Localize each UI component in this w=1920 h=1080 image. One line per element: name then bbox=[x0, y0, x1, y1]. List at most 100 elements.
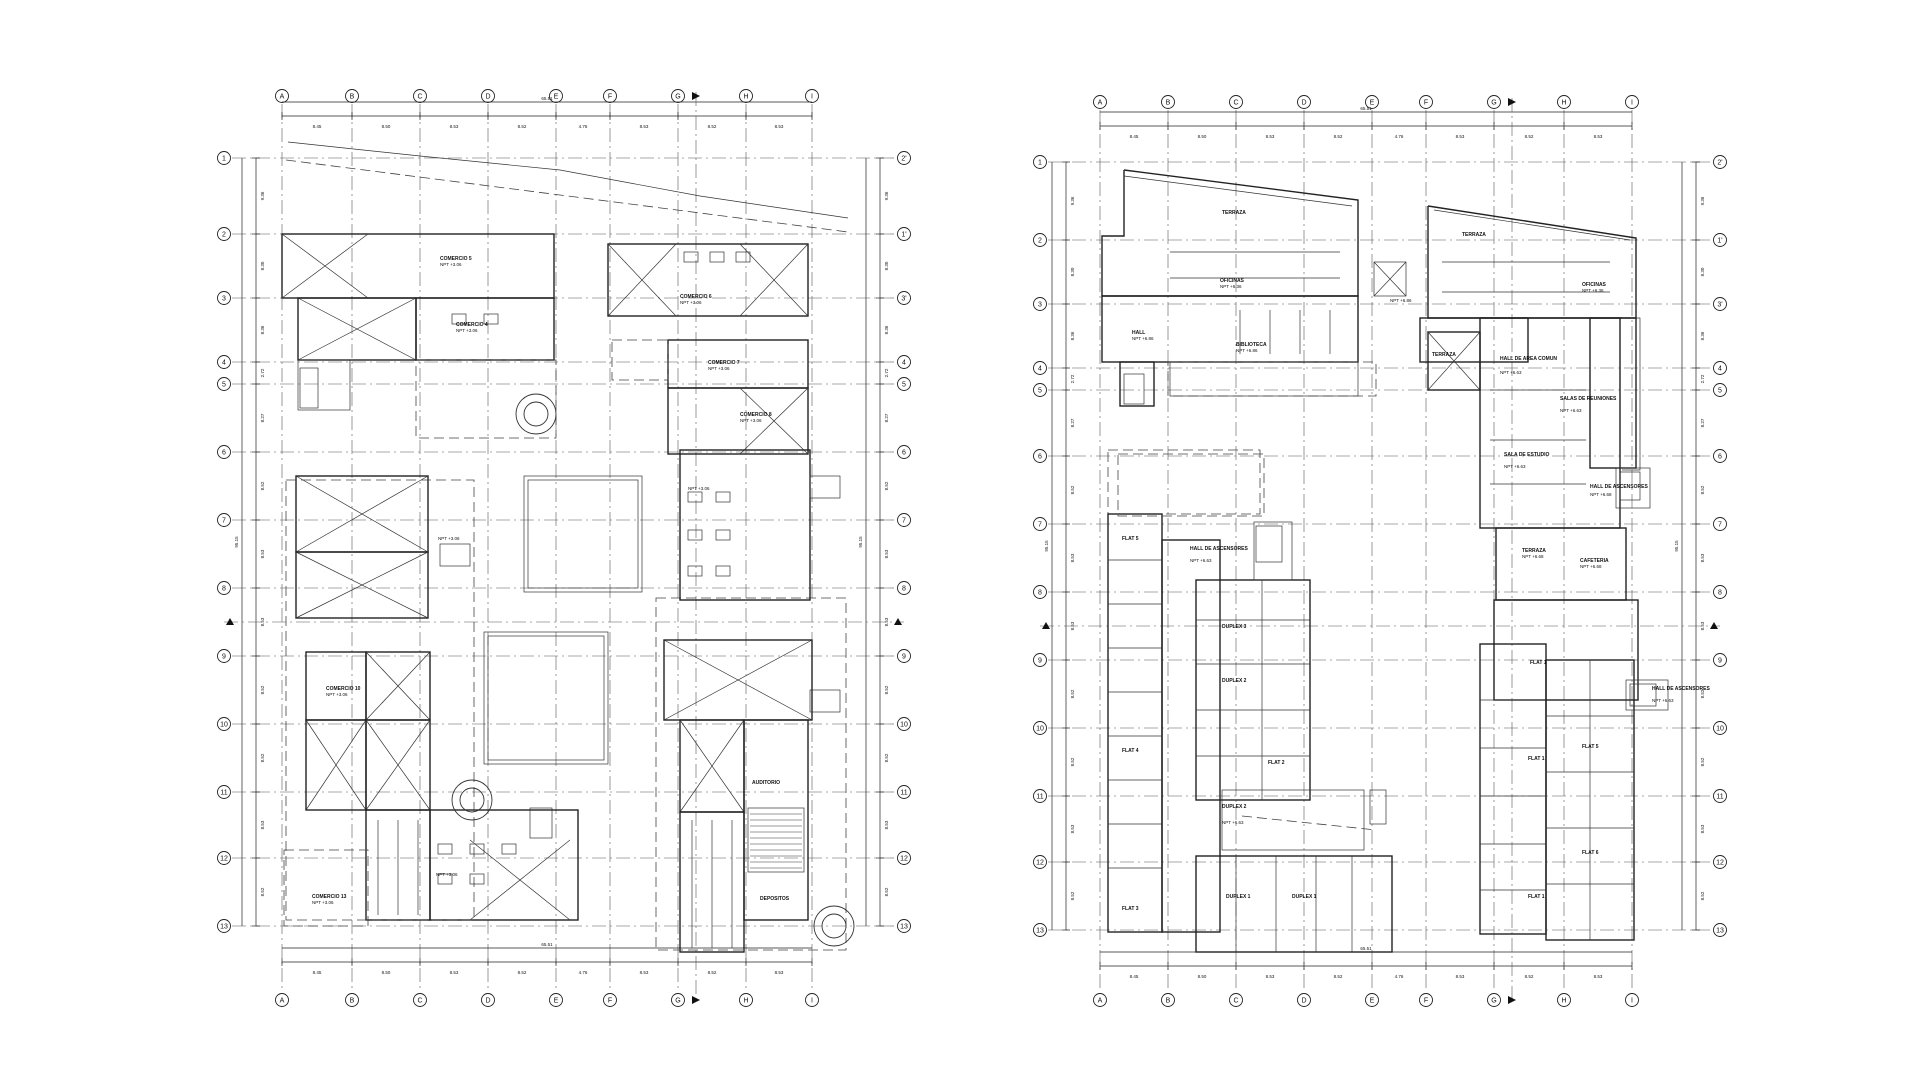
room-label: FLAT 1 bbox=[1528, 894, 1545, 900]
row-bubble-left: 11 bbox=[1033, 789, 1047, 803]
column-bubble-top-circle bbox=[1487, 95, 1501, 109]
dimension-label: 8.53 bbox=[775, 124, 784, 129]
dimension-label: 8.53 bbox=[1266, 974, 1275, 979]
room-label: OFICINAS bbox=[1582, 282, 1607, 288]
row-bubble-right-circle bbox=[1713, 585, 1727, 599]
column-bubble-top-circle bbox=[603, 89, 617, 103]
column-bubble-top-label: C bbox=[1233, 99, 1238, 106]
dimension-label: 9.36 bbox=[260, 191, 265, 200]
row-bubble-left: 3 bbox=[1033, 297, 1047, 311]
column-bubble-top-label: B bbox=[350, 93, 355, 100]
section-arrow-icon bbox=[692, 996, 700, 1004]
column-bubble-bottom-label: E bbox=[554, 997, 559, 1004]
dimension-label: 8.53 bbox=[1700, 621, 1705, 630]
column-bubble-top: F bbox=[1419, 95, 1433, 109]
column-bubble-top-circle bbox=[1229, 95, 1243, 109]
dimension-label: 8.50 bbox=[1198, 974, 1207, 979]
row-bubble-left: 9 bbox=[217, 649, 231, 663]
column-bubble-top-circle bbox=[413, 89, 427, 103]
level-label: NPT +6.63 bbox=[1504, 464, 1526, 469]
column-bubble-bottom-label: F bbox=[608, 997, 612, 1004]
level-label: NPT +6.36 bbox=[1220, 284, 1242, 289]
level-label: NPT +6.36 bbox=[1582, 288, 1604, 293]
dimension-label: 8.52 bbox=[260, 753, 265, 762]
dimension-label: 8.53 bbox=[1266, 134, 1275, 139]
row-bubble-right-circle bbox=[897, 445, 911, 459]
row-bubble-right-label: 10 bbox=[1716, 725, 1724, 732]
row-bubble-right-label: 5 bbox=[902, 381, 906, 388]
column-bubble-top-label: F bbox=[1424, 99, 1428, 106]
row-bubble-right: 8 bbox=[897, 581, 911, 595]
row-bubble-left-label: 10 bbox=[220, 721, 228, 728]
dimension-label: 8.27 bbox=[884, 413, 889, 422]
dimension-label: 2.72 bbox=[1700, 374, 1705, 383]
level-label: NPT +3.06 bbox=[326, 692, 348, 697]
level-label: NPT +6.63 bbox=[1190, 558, 1212, 563]
column-bubble-top-circle bbox=[739, 89, 753, 103]
row-bubble-left: 1 bbox=[217, 151, 231, 165]
column-bubble-top: B bbox=[345, 89, 359, 103]
row-bubble-right: 4 bbox=[897, 355, 911, 369]
column-bubble-bottom-circle bbox=[1297, 993, 1311, 1007]
row-bubble-left-circle bbox=[217, 717, 231, 731]
dimension-label: 8.52 bbox=[884, 481, 889, 490]
dimension-label: 8.52 bbox=[884, 685, 889, 694]
section-arrow-icon bbox=[1710, 622, 1718, 629]
dimension-label: 4.76 bbox=[1395, 134, 1404, 139]
row-bubble-right-label: 12 bbox=[900, 855, 908, 862]
row-bubble-left-circle bbox=[1033, 653, 1047, 667]
row-bubble-left: 7 bbox=[217, 513, 231, 527]
column-bubble-bottom-circle bbox=[1365, 993, 1379, 1007]
row-bubble-right: 3' bbox=[897, 291, 911, 305]
room-label: DUPLEX 2 bbox=[1222, 804, 1247, 810]
column-bubble-top: E bbox=[549, 89, 563, 103]
room-label: FLAT 5 bbox=[1122, 536, 1139, 542]
dimension-label: 8.52 bbox=[1525, 974, 1534, 979]
column-bubble-bottom: E bbox=[1365, 993, 1379, 1007]
room-label: HALL DE ASCENSORES bbox=[1190, 546, 1248, 552]
room-label: DUPLEX 1 bbox=[1226, 894, 1251, 900]
dimension-label: 65.51 bbox=[1360, 946, 1372, 951]
dimension-label: 8.53 bbox=[1070, 553, 1075, 562]
level-label: NPT +6.68 bbox=[1522, 554, 1544, 559]
row-bubble-right: 9 bbox=[1713, 653, 1727, 667]
column-bubble-top-circle bbox=[481, 89, 495, 103]
level-label: NPT +3.06 bbox=[438, 536, 460, 541]
row-bubble-right-label: 12 bbox=[1716, 859, 1724, 866]
column-bubble-top: E bbox=[1365, 95, 1379, 109]
room-label: SALA DE ESTUDIO bbox=[1504, 452, 1549, 458]
dimension-label: 8.27 bbox=[1700, 418, 1705, 427]
row-bubble-right-circle bbox=[897, 717, 911, 731]
column-bubble-top: G bbox=[1487, 95, 1501, 109]
row-bubble-left-circle bbox=[217, 513, 231, 527]
dimension-label: 8.50 bbox=[1198, 134, 1207, 139]
column-bubble-bottom-label: C bbox=[1233, 997, 1238, 1004]
row-bubble-right-circle bbox=[1713, 855, 1727, 869]
row-bubble-left-label: 9 bbox=[222, 653, 226, 660]
row-bubble-right: 8 bbox=[1713, 585, 1727, 599]
row-bubble-left-label: 8 bbox=[222, 585, 226, 592]
level-label: NPT +6.63 bbox=[1222, 820, 1244, 825]
column-bubble-bottom-circle bbox=[603, 993, 617, 1007]
column-bubble-top: G bbox=[671, 89, 685, 103]
dimension-label: 8.53 bbox=[1594, 134, 1603, 139]
row-bubble-left: 6 bbox=[217, 445, 231, 459]
column-bubble-bottom-circle bbox=[1557, 993, 1571, 1007]
dimension-label: 95.15 bbox=[234, 536, 239, 548]
row-bubble-right-label: 2' bbox=[901, 155, 906, 162]
dimension-label: 8.27 bbox=[1070, 418, 1075, 427]
row-bubble-left-label: 7 bbox=[1038, 521, 1042, 528]
column-bubble-top-circle bbox=[345, 89, 359, 103]
dimension-label: 8.52 bbox=[708, 124, 717, 129]
row-bubble-right-label: 3' bbox=[1717, 301, 1722, 308]
row-bubble-left-label: 11 bbox=[220, 789, 227, 796]
column-bubble-bottom: A bbox=[1093, 993, 1107, 1007]
dimension-label: 8.53 bbox=[1456, 134, 1465, 139]
row-bubble-right: 5 bbox=[897, 377, 911, 391]
column-bubble-top-label: A bbox=[1098, 99, 1103, 106]
column-bubble-top-circle bbox=[805, 89, 819, 103]
dimension-label: 8.30 bbox=[884, 261, 889, 270]
column-bubble-top: H bbox=[1557, 95, 1571, 109]
row-bubble-right: 10 bbox=[897, 717, 911, 731]
row-bubble-right-label: 1' bbox=[901, 231, 906, 238]
